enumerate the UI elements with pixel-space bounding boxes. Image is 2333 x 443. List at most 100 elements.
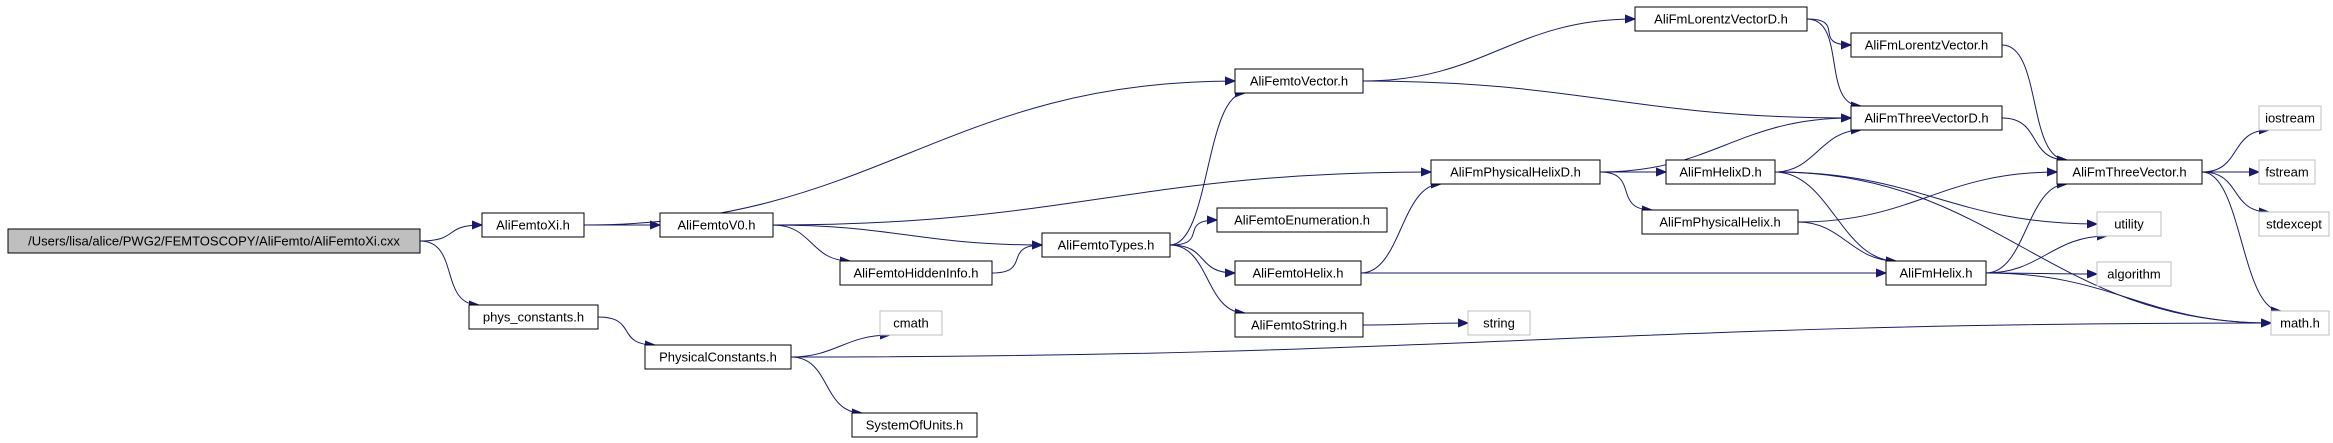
node-string[interactable]: string — [1467, 310, 1531, 336]
edge-three-to-iostream — [2201, 130, 2269, 173]
node-algorithm-label: algorithm — [2107, 267, 2160, 282]
node-physhelix-box — [1641, 209, 1799, 235]
node-vector[interactable]: AliFemtoVector.h — [1234, 68, 1364, 94]
node-root-label: /Users/lisa/alice/PWG2/FEMTOSCOPY/AliFem… — [28, 234, 400, 249]
edge-types-to-vector — [1169, 93, 1245, 246]
node-types[interactable]: AliFemtoTypes.h — [1041, 232, 1171, 258]
node-three-box — [2056, 159, 2203, 185]
edge-fmhelix-to-three — [1985, 184, 2067, 274]
node-xi-label: AliFemtoXi.h — [496, 218, 570, 233]
node-units[interactable]: SystemOfUnits.h — [851, 412, 978, 438]
node-v0-label: AliFemtoV0.h — [677, 218, 755, 233]
node-lorentzD-label: AliFmLorentzVectorD.h — [1654, 12, 1788, 27]
node-fmhelix-box — [1885, 260, 1987, 286]
edge-types-to-fhelix — [1169, 244, 1235, 273]
node-utility-label: utility — [2114, 217, 2144, 232]
edge-hidden-to-types — [991, 245, 1042, 274]
node-string-label: string — [1483, 316, 1515, 331]
edge-phys-to-physconst — [597, 316, 655, 345]
node-xi[interactable]: AliFemtoXi.h — [481, 212, 585, 238]
node-stdexcept[interactable]: stdexcept — [2258, 211, 2330, 237]
node-cmath-label: cmath — [893, 316, 928, 331]
node-fstream-box — [2258, 159, 2316, 185]
edge-fmhelix-to-math — [1985, 272, 2271, 323]
node-threeD-label: AliFmThreeVectorD.h — [1864, 111, 1988, 126]
node-phys-label: phys_constants.h — [483, 310, 584, 325]
node-lorentz-box — [1850, 32, 2003, 58]
node-cmath-box — [879, 310, 943, 336]
node-helixD-label: AliFmHelixD.h — [1679, 165, 1761, 180]
node-phys[interactable]: phys_constants.h — [468, 304, 599, 330]
edge-physhelixD-to-threeD — [1599, 118, 1851, 173]
edge-helixD-to-threeD — [1774, 130, 1861, 173]
edge-xi-to-vector — [583, 81, 1235, 226]
edge-physhelix-to-three — [1797, 172, 2057, 223]
edge-fstring-to-string — [1362, 323, 1468, 325]
node-vector-box — [1234, 68, 1364, 94]
node-lorentzD[interactable]: AliFmLorentzVectorD.h — [1634, 6, 1808, 32]
node-math-box — [2270, 310, 2330, 336]
edge-lorentzD-to-threeD — [1806, 18, 1861, 106]
node-physconst-label: PhysicalConstants.h — [659, 350, 777, 365]
node-units-label: SystemOfUnits.h — [866, 418, 964, 433]
node-enumeration-box — [1216, 207, 1388, 233]
node-root[interactable]: /Users/lisa/alice/PWG2/FEMTOSCOPY/AliFem… — [7, 228, 421, 254]
node-physconst[interactable]: PhysicalConstants.h — [644, 344, 792, 370]
edge-vector-to-threeD — [1362, 80, 1851, 118]
node-threeD[interactable]: AliFmThreeVectorD.h — [1850, 105, 2003, 131]
node-fhelix[interactable]: AliFemtoHelix.h — [1234, 260, 1362, 286]
edge-fmhelix-to-utility — [1985, 236, 2107, 274]
node-vector-label: AliFemtoVector.h — [1250, 74, 1348, 89]
node-lorentz[interactable]: AliFmLorentzVector.h — [1850, 32, 2003, 58]
node-string-box — [1467, 310, 1531, 336]
edge-lorentzD-to-lorentz — [1806, 18, 1851, 45]
node-fstream[interactable]: fstream — [2258, 159, 2316, 185]
node-iostream[interactable]: iostream — [2258, 105, 2322, 131]
node-math[interactable]: math.h — [2270, 310, 2330, 336]
node-types-box — [1041, 232, 1171, 258]
node-fstring-label: AliFemtoString.h — [1251, 318, 1347, 333]
node-fhelix-label: AliFemtoHelix.h — [1252, 266, 1343, 281]
edge-vector-to-lorentzD — [1362, 19, 1635, 82]
node-hidden[interactable]: AliFemtoHiddenInfo.h — [839, 260, 993, 286]
node-physhelix[interactable]: AliFmPhysicalHelix.h — [1641, 209, 1799, 235]
node-math-label: math.h — [2280, 316, 2320, 331]
edge-types-to-enumeration — [1169, 220, 1217, 246]
node-iostream-box — [2258, 105, 2322, 131]
node-hidden-box — [839, 260, 993, 286]
node-fstring-box — [1234, 312, 1364, 338]
node-algorithm[interactable]: algorithm — [2096, 261, 2172, 287]
node-utility[interactable]: utility — [2096, 211, 2162, 237]
node-utility-box — [2096, 211, 2162, 237]
node-stdexcept-box — [2258, 211, 2330, 237]
edge-physconst-to-units — [790, 356, 862, 413]
edge-fhelix-to-physhelixD — [1360, 184, 1441, 274]
node-cmath[interactable]: cmath — [879, 310, 943, 336]
nodes-layer: /Users/lisa/alice/PWG2/FEMTOSCOPY/AliFem… — [7, 6, 2330, 438]
node-fhelix-box — [1234, 260, 1362, 286]
node-iostream-label: iostream — [2265, 111, 2315, 126]
node-v0[interactable]: AliFemtoV0.h — [659, 212, 774, 238]
node-physhelixD[interactable]: AliFmPhysicalHelixD.h — [1430, 159, 1601, 185]
node-helixD[interactable]: AliFmHelixD.h — [1665, 159, 1776, 185]
node-types-label: AliFemtoTypes.h — [1058, 238, 1155, 253]
node-physconst-box — [644, 344, 792, 370]
node-lorentz-label: AliFmLorentzVector.h — [1865, 38, 1989, 53]
node-physhelixD-box — [1430, 159, 1601, 185]
node-fstring[interactable]: AliFemtoString.h — [1234, 312, 1364, 338]
node-three[interactable]: AliFmThreeVector.h — [2056, 159, 2203, 185]
edge-three-to-stdexcept — [2201, 171, 2269, 212]
node-hidden-label: AliFemtoHiddenInfo.h — [853, 266, 978, 281]
edge-helixD-to-utility — [1774, 171, 2097, 224]
node-threeD-box — [1850, 105, 2003, 131]
node-units-box — [851, 412, 978, 438]
edge-types-to-fstring — [1169, 244, 1245, 313]
node-xi-box — [481, 212, 585, 238]
edge-lorentz-to-three — [2001, 44, 2067, 160]
node-enumeration[interactable]: AliFemtoEnumeration.h — [1216, 207, 1388, 233]
edge-physconst-to-cmath — [790, 335, 890, 358]
node-fmhelix[interactable]: AliFmHelix.h — [1885, 260, 1987, 286]
node-phys-box — [468, 304, 599, 330]
node-three-label: AliFmThreeVector.h — [2072, 165, 2186, 180]
node-physhelixD-label: AliFmPhysicalHelixD.h — [1450, 165, 1581, 180]
